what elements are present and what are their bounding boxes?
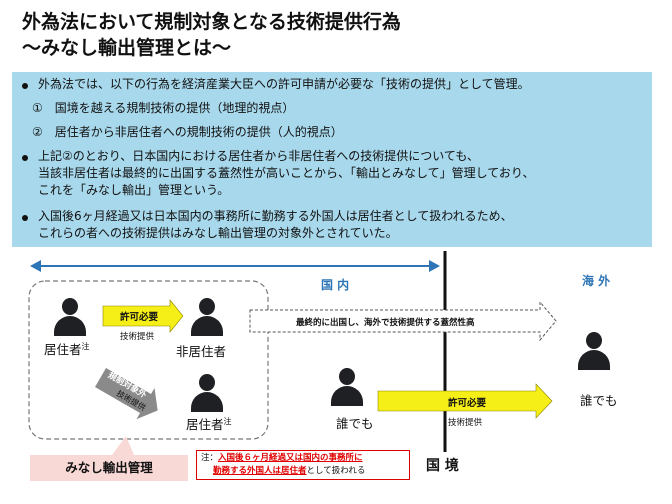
bullet-dot	[22, 155, 28, 161]
minashi-label: みなし輸出管理	[30, 455, 188, 481]
departure-arrow	[249, 300, 557, 342]
departure-text: 最終的に出国し、海外で技術提供する蓋然性高	[296, 318, 475, 328]
anyone-person-icon	[330, 368, 364, 406]
bullet-dot	[22, 83, 28, 89]
nonresident-person-icon	[190, 298, 224, 336]
resident-text: 居住者	[186, 417, 224, 432]
resident-text: 居住者	[44, 342, 82, 357]
info-box: 外為法では、以下の行為を経済産業大臣への許可申請が必要な「技術の提供」として管理…	[12, 72, 652, 247]
info-bullet-3-line2: これらの者への技術提供はみなし輸出管理の対象外とされていた。	[38, 226, 398, 240]
info-bullet-2-line2: 当該非居住者は最終的に出国する蓋然性が高いことから、「輸出とみなして」管理してお…	[38, 166, 535, 180]
domestic-label: 国 内	[321, 278, 350, 292]
border-label: 国 境	[426, 458, 459, 474]
resident-label: 居住者注	[44, 339, 90, 358]
bullet-dot	[22, 215, 28, 221]
info-bullet-3-line1: 入国後6ヶ月経過又は日本国内の事務所に勤務する外国人は居住者として扱われるため、	[38, 209, 513, 223]
anyone-label: 誰でも	[336, 416, 374, 431]
page-title-line1: 外為法において規制対象となる技術提供行為	[22, 11, 401, 33]
permit-required-label-2: 許可必要	[448, 398, 487, 409]
overseas-anyone-label: 誰でも	[580, 393, 618, 408]
info-bullet-1: 外為法では、以下の行為を経済産業大臣への許可申請が必要な「技術の提供」として管理…	[38, 77, 530, 91]
note-mark: 注	[81, 341, 90, 351]
note-red-1: 入国後６ヶ月経過又は国内の事務所に	[218, 453, 363, 463]
note-red-2: 勤務する外国人は居住者	[213, 466, 307, 476]
tech-provision-label: 技術提供	[120, 332, 155, 342]
resident-person-icon	[53, 298, 87, 336]
tech-provision-label-3: 技術提供	[448, 418, 483, 428]
info-sub-2: ② 居住者から非居住者への規制技術の提供（人的視点）	[32, 125, 343, 139]
nonresident-label: 非居住者	[176, 344, 227, 359]
note-mark: 注	[223, 416, 232, 426]
permit-required-label: 許可必要	[120, 309, 159, 323]
info-bullet-2-line3: これを「みなし輸出」管理という。	[38, 183, 230, 197]
overseas-anyone-person-icon	[577, 332, 611, 370]
info-bullet-2-line1: 上記②のとおり、日本国内における居住者から非居住者への技術提供についても、	[38, 149, 479, 163]
domestic-arrow-right-head	[429, 260, 440, 272]
domestic-arrow-left-head	[30, 260, 41, 272]
page-title-line2: ～みなし輸出管理とは～	[22, 37, 232, 59]
resident-person-icon-2	[190, 374, 224, 412]
regulated-out-arrow	[95, 368, 158, 420]
note-prefix: 注：	[201, 453, 219, 463]
info-sub-1: ① 国境を越える規制技術の提供（地理的視点）	[32, 101, 295, 115]
overseas-label: 海 外	[582, 274, 611, 288]
note-tail: として扱われる	[306, 466, 366, 476]
permit-arrow-border	[377, 383, 553, 419]
minashi-callout-pointer	[112, 436, 134, 455]
note-box: 注：入国後６ヶ月経過又は国内の事務所に 勤務する外国人は居住者として扱われる	[196, 450, 410, 480]
resident-label-2: 居住者注	[186, 414, 232, 433]
